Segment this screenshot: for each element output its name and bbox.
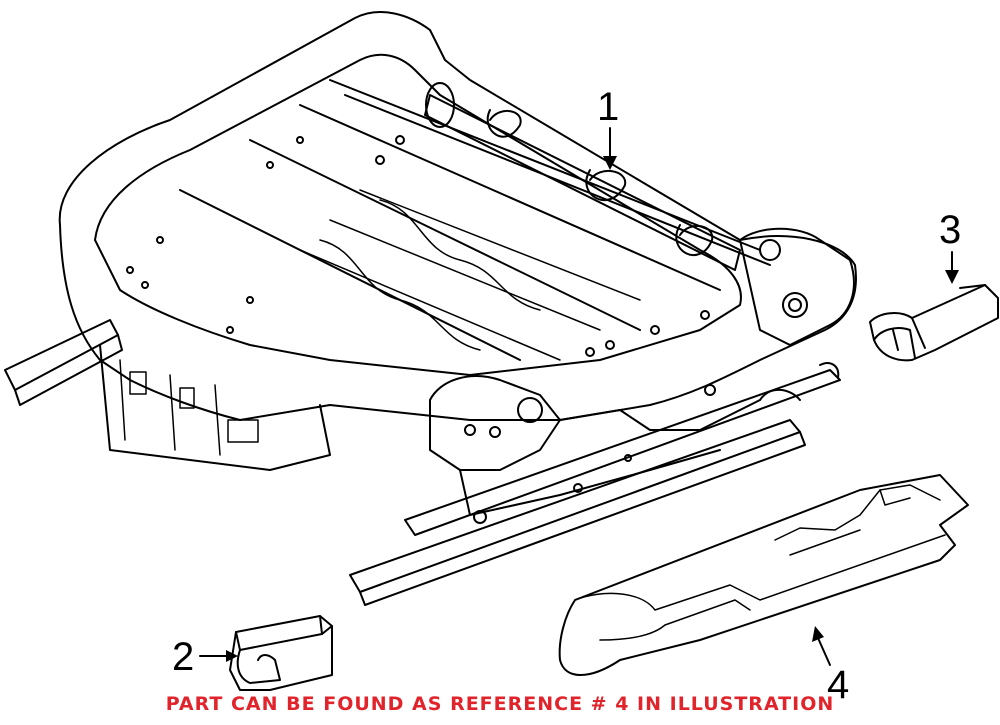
part-3-end-cap bbox=[869, 284, 999, 362]
callout-4: 4 bbox=[827, 663, 850, 707]
seat-frame-assembly bbox=[4, 11, 857, 606]
arrowhead-1 bbox=[603, 156, 617, 170]
leader-lines bbox=[199, 127, 953, 666]
part-4-side-cover bbox=[558, 474, 969, 676]
part-reference-note: PART CAN BE FOUND AS REFERENCE # 4 IN IL… bbox=[165, 693, 835, 715]
leader-4 bbox=[817, 637, 831, 666]
callout-2: 2 bbox=[172, 635, 195, 679]
callout-3: 3 bbox=[939, 208, 962, 252]
arrowhead-3 bbox=[945, 270, 959, 284]
callout-1: 1 bbox=[597, 85, 620, 129]
arrowhead-2 bbox=[226, 650, 238, 662]
arrowhead-4 bbox=[812, 626, 824, 642]
part-2-clip bbox=[229, 615, 333, 691]
